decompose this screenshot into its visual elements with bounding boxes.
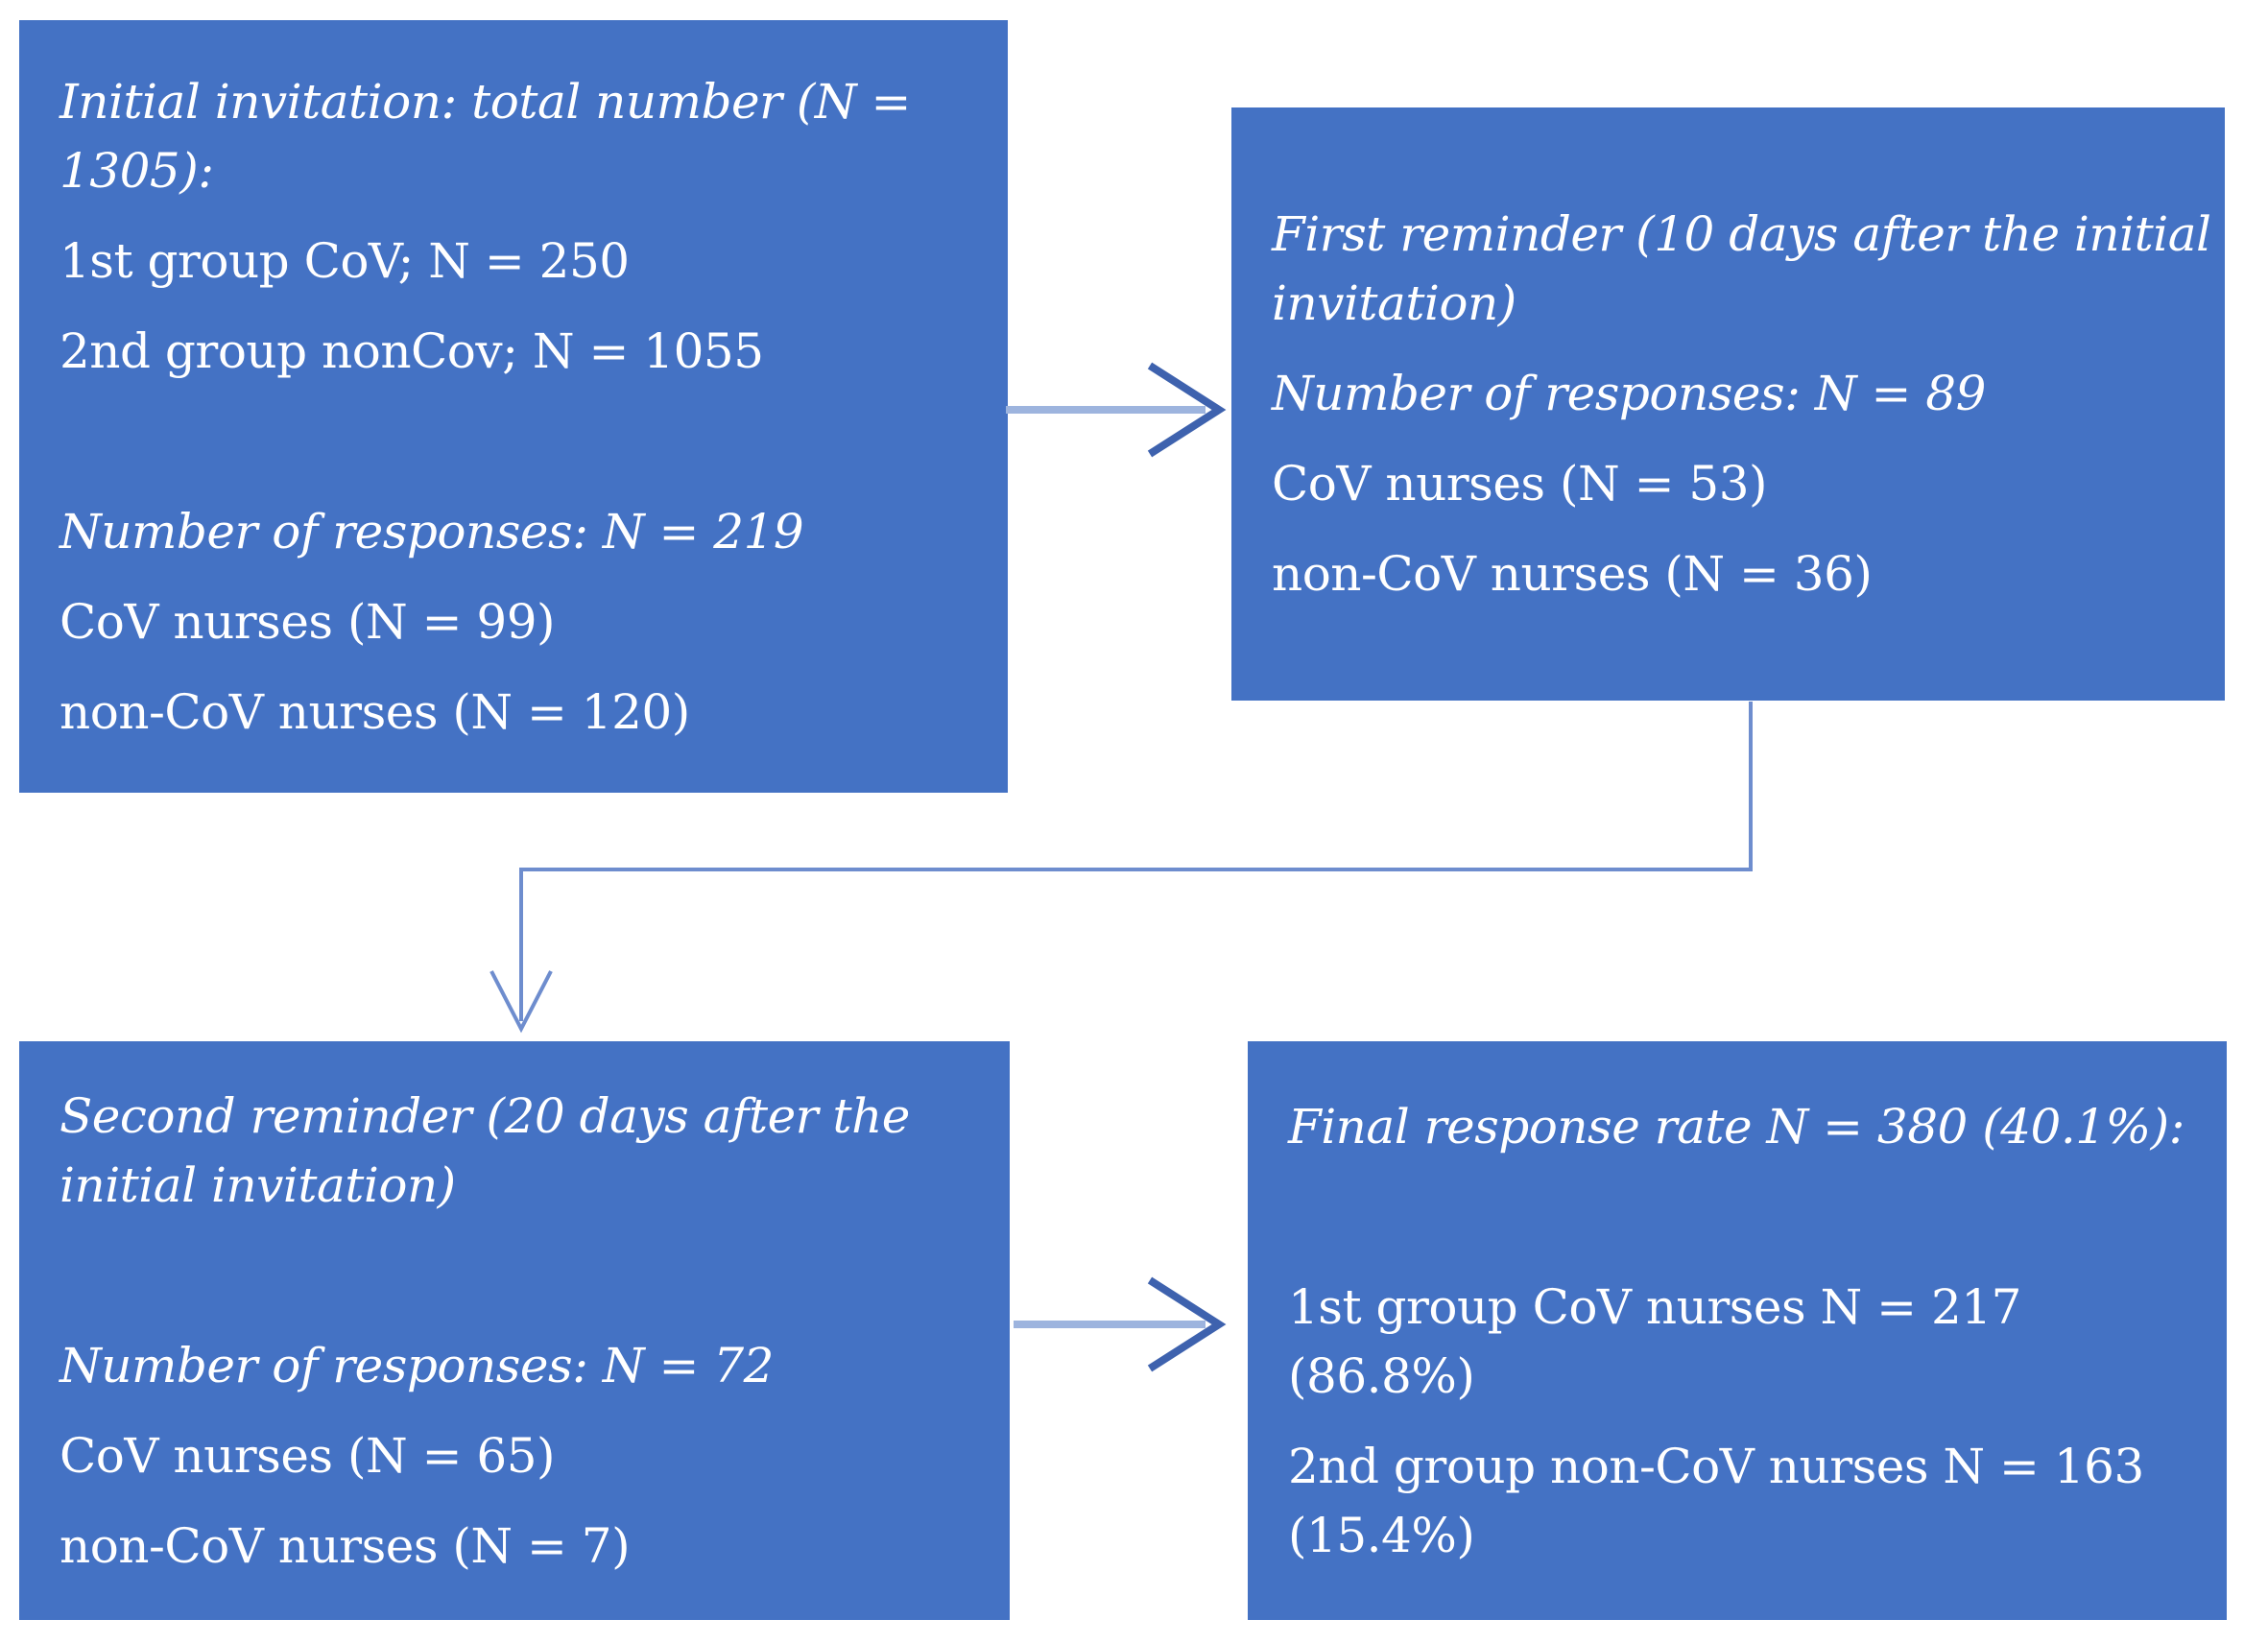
text-line: Final response rate N = 380 (40.1%): <box>1288 1098 2184 1155</box>
text-line: (86.8%) <box>1288 1347 1475 1404</box>
text-line: (15.4%) <box>1288 1507 1475 1563</box>
text-line: invitation) <box>1272 275 1516 331</box>
box-second-reminder: Second reminder (20 days after the initia… <box>19 1041 1010 1620</box>
text-line: 1st group CoV; N = 250 <box>60 232 630 289</box>
text-line: non-CoV nurses (N = 120) <box>60 683 690 740</box>
text-line: First reminder (10 days after the initia… <box>1272 206 2211 262</box>
arrowhead-right-icon <box>1147 362 1227 458</box>
text-line: 1305): <box>60 142 214 199</box>
text-line: Second reminder (20 days after the <box>60 1087 910 1144</box>
text-line: Number of responses: N = 219 <box>60 503 804 560</box>
text-line: non-CoV nurses (N = 36) <box>1272 546 1873 602</box>
text-line: Number of responses: N = 89 <box>1272 366 1986 421</box>
box-final-response: Final response rate N = 380 (40.1%): 1st … <box>1248 1041 2227 1620</box>
text-line: CoV nurses (N = 53) <box>1272 456 1768 512</box>
text-line: 2nd group non-CoV nurses N = 163 <box>1288 1438 2144 1494</box>
box-initial-invitation: Initial invitation: total number (N = 130… <box>19 20 1008 793</box>
text-line: initial invitation) <box>60 1156 456 1213</box>
text-line: CoV nurses (N = 65) <box>60 1427 556 1484</box>
text-line: non-CoV nurses (N = 7) <box>60 1517 631 1574</box>
arrowhead-down-icon <box>489 970 553 1034</box>
arrowhead-right-icon <box>1147 1276 1227 1372</box>
text-line: Initial invitation: total number (N = <box>60 73 911 130</box>
box-first-reminder: First reminder (10 days after the initia… <box>1231 107 2225 701</box>
text-line: 2nd group nonCov; N = 1055 <box>60 322 764 379</box>
text-line: Number of responses: N = 72 <box>60 1337 774 1393</box>
text-line: 1st group CoV nurses N = 217 <box>1288 1278 2021 1335</box>
text-line: CoV nurses (N = 99) <box>60 593 556 650</box>
